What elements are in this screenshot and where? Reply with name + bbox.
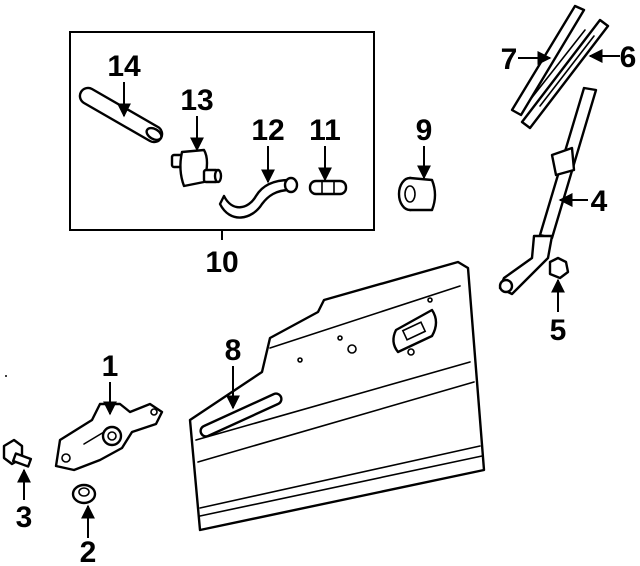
callout-5: 5 — [550, 314, 567, 347]
callout-11: 11 — [309, 114, 341, 147]
callout-10: 10 — [205, 246, 238, 279]
part-6-7-wiper-blade — [510, 4, 610, 130]
part-12-curved-hose — [218, 176, 299, 219]
callout-4: 4 — [591, 185, 608, 218]
part-4-wiper-arm — [498, 86, 598, 296]
callout-6: 6 — [620, 41, 637, 74]
stray-dot — [5, 375, 7, 377]
part-3-bolt — [2, 438, 33, 468]
callout-3: 3 — [16, 501, 33, 534]
callout-12: 12 — [251, 114, 284, 147]
part-2-bushing — [71, 483, 97, 505]
callout-7: 7 — [501, 43, 518, 76]
callout-2: 2 — [80, 536, 97, 566]
callout-14: 14 — [107, 50, 141, 83]
part-14-straight-hose — [78, 86, 164, 144]
callout-1: 1 — [102, 350, 119, 383]
callout-9: 9 — [416, 114, 433, 147]
callout-13: 13 — [180, 84, 213, 117]
part-11-connector — [308, 179, 348, 196]
part-9-grommet — [397, 176, 437, 212]
callout-8: 8 — [225, 334, 242, 367]
part-13-check-valve — [170, 148, 223, 188]
part-5-nut — [548, 256, 570, 280]
part-8-trim-panel — [188, 260, 486, 532]
